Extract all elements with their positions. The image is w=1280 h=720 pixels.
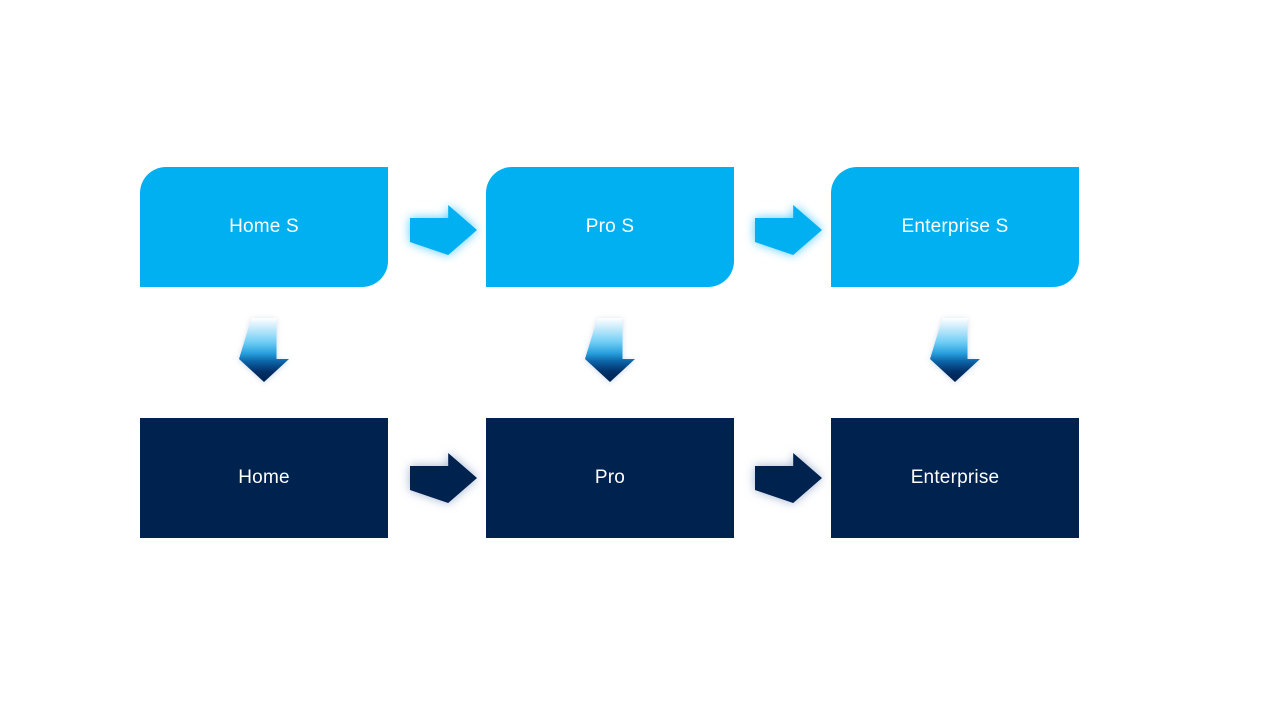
node-enterprise-s-label: Enterprise S <box>901 216 1009 237</box>
down-arrow-shape <box>930 318 980 382</box>
down-arrow-shape <box>585 318 635 382</box>
down-arrow-icon <box>930 318 980 382</box>
down-arrow-shape <box>239 318 289 382</box>
node-home: Home <box>140 418 388 538</box>
node-home-label: Home <box>238 467 290 488</box>
node-enterprise-label: Enterprise <box>910 467 1000 488</box>
right-arrow-icon <box>755 453 822 503</box>
node-pro-s: Pro S <box>486 167 734 287</box>
node-home-s: Home S <box>140 167 388 287</box>
node-home-s-label: Home S <box>229 216 299 237</box>
down-arrow-icon <box>239 318 289 382</box>
right-arrow-icon <box>755 205 822 255</box>
right-arrow-shape <box>755 205 822 255</box>
right-arrow-shape <box>410 453 477 503</box>
down-arrow-icon <box>585 318 635 382</box>
node-pro: Pro <box>486 418 734 538</box>
right-arrow-shape <box>755 453 822 503</box>
node-enterprise-s: Enterprise S <box>831 167 1079 287</box>
right-arrow-shape <box>410 205 477 255</box>
node-pro-s-label: Pro S <box>585 216 635 237</box>
node-enterprise: Enterprise <box>831 418 1079 538</box>
right-arrow-icon <box>410 205 477 255</box>
right-arrow-icon <box>410 453 477 503</box>
node-pro-label: Pro <box>594 467 626 488</box>
